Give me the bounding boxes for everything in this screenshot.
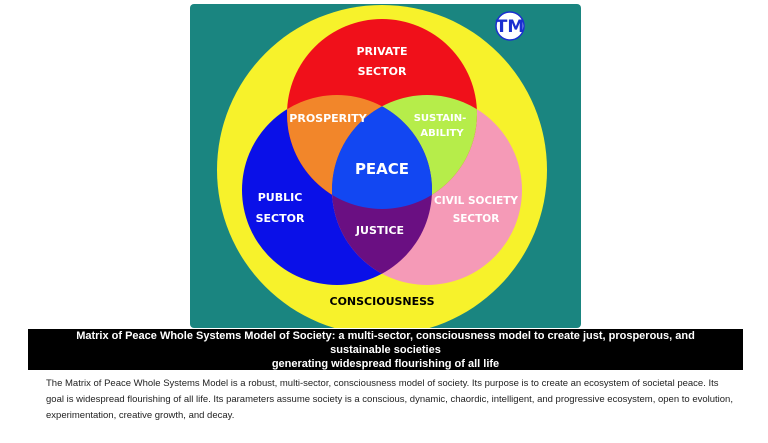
private-sector-label-line1: PRIVATE — [356, 45, 407, 58]
public-sector-label-line2: SECTOR — [256, 212, 305, 225]
tm-logo — [495, 11, 525, 41]
peace-region — [332, 95, 432, 209]
sustainability-label-line1: SUSTAIN- — [414, 113, 467, 124]
justice-label: JUSTICE — [355, 224, 404, 237]
tm-logo-text: TM — [496, 17, 525, 37]
civil-society-label-line1: CIVIL SOCIETY — [434, 195, 518, 207]
description-paragraph: The Matrix of Peace Whole Systems Model … — [46, 378, 733, 421]
sustainability-label-line2: ABILITY — [420, 128, 464, 139]
consciousness-label: CONSCIOUSNESS — [330, 295, 435, 308]
caption-line2: generating widespread flourishing of all… — [271, 357, 500, 370]
civil-society-label-line2: SECTOR — [453, 213, 500, 225]
peace-label: PEACE — [355, 160, 409, 178]
caption-bar: Matrix of Peace Whole Systems Model of S… — [28, 329, 743, 370]
caption-line1: Matrix of Peace Whole Systems Model of S… — [76, 329, 695, 356]
venn-diagram: TM PRIVATE SECTOR PROSPERITY SUSTAIN- AB… — [190, 4, 581, 335]
prosperity-label: PROSPERITY — [289, 112, 367, 125]
private-sector-label-line2: SECTOR — [358, 65, 407, 78]
public-sector-label-line1: PUBLIC — [258, 191, 303, 204]
